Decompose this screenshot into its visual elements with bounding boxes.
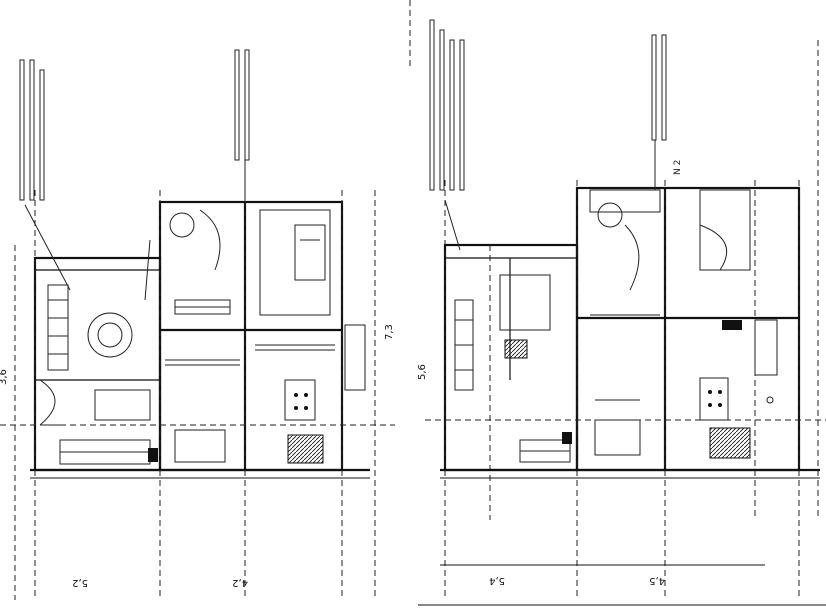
left-floor-plan: 3,6 7,3 5,2 4,2 <box>0 49 395 600</box>
right-plan-dimension-left: 5,6 <box>417 364 428 380</box>
left-plan-dimension-bottom-left: 5,2 <box>72 577 88 588</box>
left-plan-notes <box>19 49 250 301</box>
right-plan-dimension-bottom-right: 4,5 <box>649 575 665 586</box>
right-plan-dimension-bottom-left: 5,4 <box>489 575 505 586</box>
left-plan-furniture <box>39 284 158 465</box>
right-plan-dimension-top: N 2 <box>673 160 683 175</box>
left-plan-room-west <box>33 256 162 472</box>
left-plan-dimension-bottom-right: 4,2 <box>232 577 248 588</box>
right-floor-plan: 5,6 N 2 5,4 4,5 <box>417 19 826 606</box>
right-plan-notes <box>429 19 667 251</box>
right-plan-furniture <box>454 189 778 463</box>
left-plan-dimension-left: 3,6 <box>0 369 9 385</box>
left-plan-furniture-right <box>255 209 366 464</box>
left-plan-dimension-right: 7,3 <box>384 324 395 340</box>
left-plan-furniture-middle <box>165 209 240 463</box>
right-plan-room-east <box>575 186 801 472</box>
